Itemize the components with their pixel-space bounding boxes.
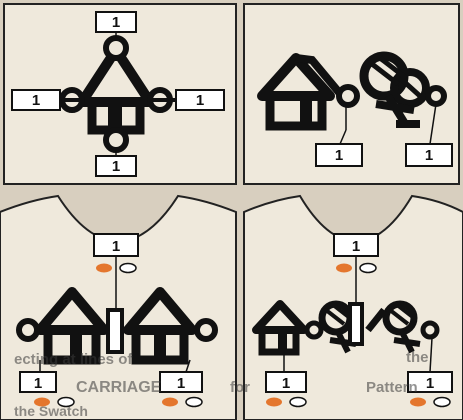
- panel-top-right: 1 1: [244, 4, 459, 184]
- white-bead: [120, 264, 136, 273]
- page-text-line2c: Pattern: [366, 379, 418, 396]
- label-box-bottom-left: 1: [20, 372, 56, 392]
- label-box-left: 1: [12, 90, 60, 110]
- connector-circle: [339, 87, 357, 105]
- page-text-line2b: for: [230, 379, 250, 396]
- label-box-right: 1: [406, 144, 452, 166]
- label-box-right: 1: [176, 90, 224, 110]
- label-bottom-text: 1: [112, 158, 120, 175]
- page-text-line1: ecting at lines of: [14, 351, 133, 368]
- label-top-text: 1: [112, 238, 120, 255]
- label-left-text: 1: [335, 147, 343, 164]
- page-text-line3: the Swatch: [14, 403, 88, 419]
- label-box-bottom-right: 1: [160, 372, 202, 392]
- label-box-bottom: 1: [96, 156, 136, 176]
- orange-bead: [96, 264, 112, 273]
- label-box-bottom-left: 1: [266, 372, 306, 392]
- label-left-text: 1: [32, 92, 40, 109]
- label-bottom-right-text: 1: [177, 375, 185, 392]
- label-bottom-right-text: 1: [426, 375, 434, 392]
- label-right-text: 1: [196, 92, 204, 109]
- panel-top-left: 1 1 1 1: [4, 4, 236, 184]
- page-text-line1b: the: [406, 349, 429, 366]
- label-top-text: 1: [352, 238, 360, 255]
- label-bottom-left-text: 1: [282, 375, 290, 392]
- label-bottom-left-text: 1: [34, 375, 42, 392]
- label-top-text: 1: [112, 14, 120, 31]
- label-box-top: 1: [94, 234, 138, 256]
- label-right-text: 1: [425, 147, 433, 164]
- page-text-line2: CARRIAGE: [76, 379, 162, 396]
- label-box-top: 1: [96, 12, 136, 32]
- label-box-left: 1: [316, 144, 362, 166]
- label-box-top: 1: [334, 234, 378, 256]
- houses-and-trees-symbol: [256, 304, 437, 352]
